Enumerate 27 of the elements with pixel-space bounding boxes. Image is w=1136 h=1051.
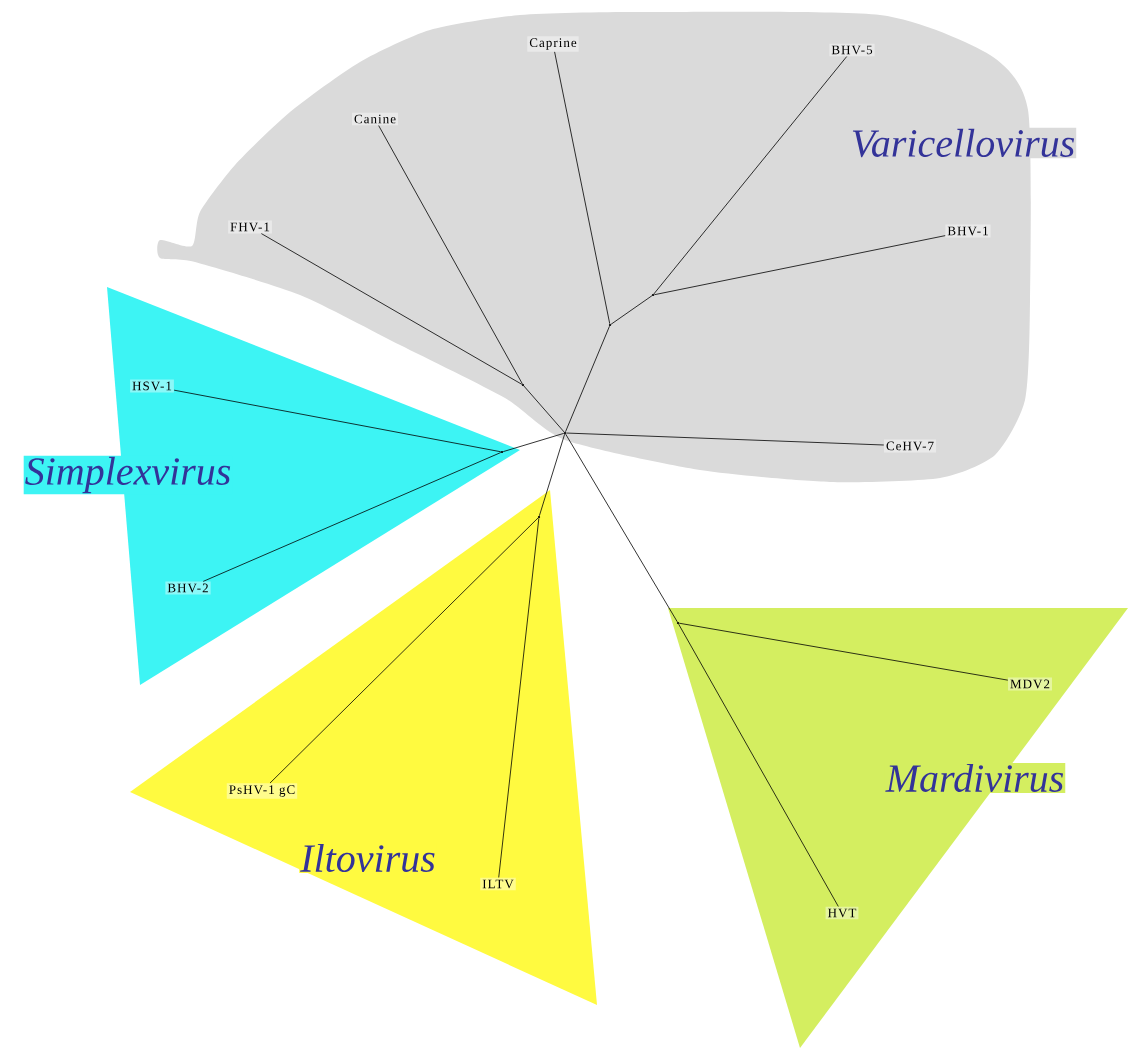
- branch-point: [537, 515, 541, 519]
- branch-point: [651, 293, 655, 297]
- tree-branch: [378, 125, 523, 385]
- tree-branch: [554, 51, 611, 325]
- tree-branch: [653, 56, 848, 295]
- tree-branch: [539, 433, 565, 517]
- tree-branch: [610, 295, 653, 325]
- tree-branch: [173, 389, 502, 453]
- tree-branch: [565, 432, 885, 446]
- taxon-label: PsHV-1 gC: [226, 783, 298, 799]
- tree-branch: [565, 325, 610, 433]
- branch-point: [521, 383, 525, 387]
- tree-branch: [202, 452, 502, 582]
- tree-branch: [269, 517, 539, 784]
- tree-branch: [678, 622, 1009, 681]
- tree-branch: [260, 233, 523, 385]
- branch-point: [608, 323, 612, 327]
- taxon-label: Caprine: [527, 36, 579, 52]
- tree-branch: [523, 385, 565, 433]
- tree-branch: [565, 433, 678, 623]
- tree-branch: [653, 235, 946, 296]
- branch-point: [500, 450, 504, 454]
- tree-branch: [502, 432, 565, 452]
- branch-point: [676, 621, 680, 625]
- branch-point: [563, 431, 567, 435]
- tree-branch: [678, 623, 839, 907]
- tree-branch: [498, 517, 540, 878]
